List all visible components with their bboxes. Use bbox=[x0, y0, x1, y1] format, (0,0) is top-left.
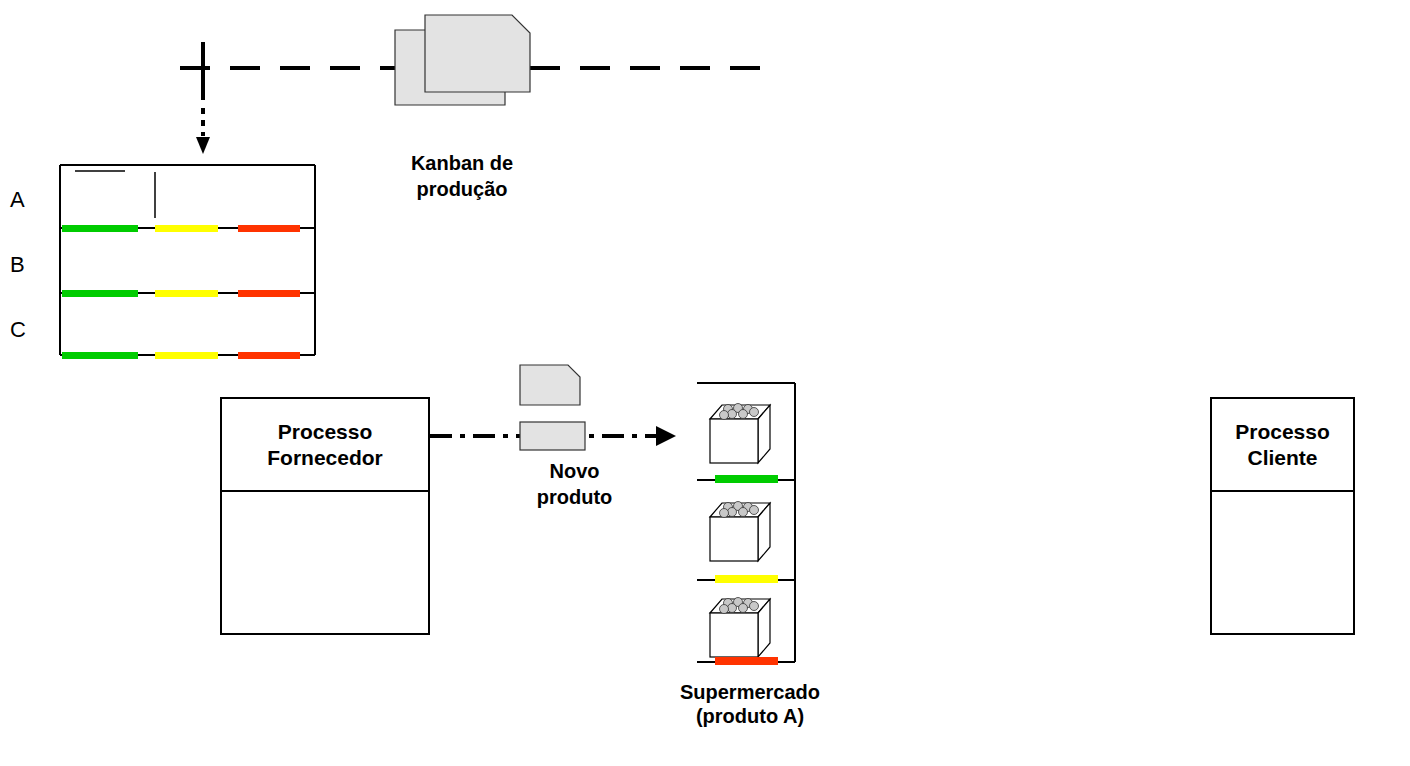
supermarket-shelf: Supermercado (produto A) bbox=[675, 375, 825, 735]
shelf-drawing bbox=[675, 375, 825, 670]
arrow-head bbox=[196, 137, 210, 154]
process-header: Processo Cliente bbox=[1212, 399, 1353, 492]
process-header: Processo Fornecedor bbox=[222, 399, 428, 492]
process-box: Processo Cliente bbox=[1210, 397, 1355, 635]
row-label: A bbox=[10, 186, 40, 215]
process-name: Processo Fornecedor bbox=[230, 419, 420, 469]
kanban-flow-line bbox=[180, 66, 395, 70]
row-label: C bbox=[10, 316, 40, 345]
kanban-drop-line bbox=[201, 108, 205, 136]
process-box: Processo Fornecedor bbox=[220, 397, 430, 635]
kanban-board bbox=[60, 165, 315, 359]
kanban-card bbox=[425, 15, 530, 92]
supermarket-label: Supermercado (produto A) bbox=[675, 680, 825, 728]
edge-label: Novo produto bbox=[510, 458, 640, 510]
product-crate bbox=[710, 502, 770, 562]
product-crate bbox=[710, 598, 770, 658]
row-label: B bbox=[10, 251, 40, 280]
kanban-card bbox=[520, 422, 585, 450]
kanban-card bbox=[520, 365, 580, 405]
kanban-label: Kanban de produção bbox=[387, 150, 537, 202]
process-name: Processo Cliente bbox=[1220, 419, 1345, 469]
product-crate bbox=[710, 404, 770, 464]
kanban-flow-line bbox=[530, 66, 775, 70]
kanban-post bbox=[201, 42, 205, 100]
